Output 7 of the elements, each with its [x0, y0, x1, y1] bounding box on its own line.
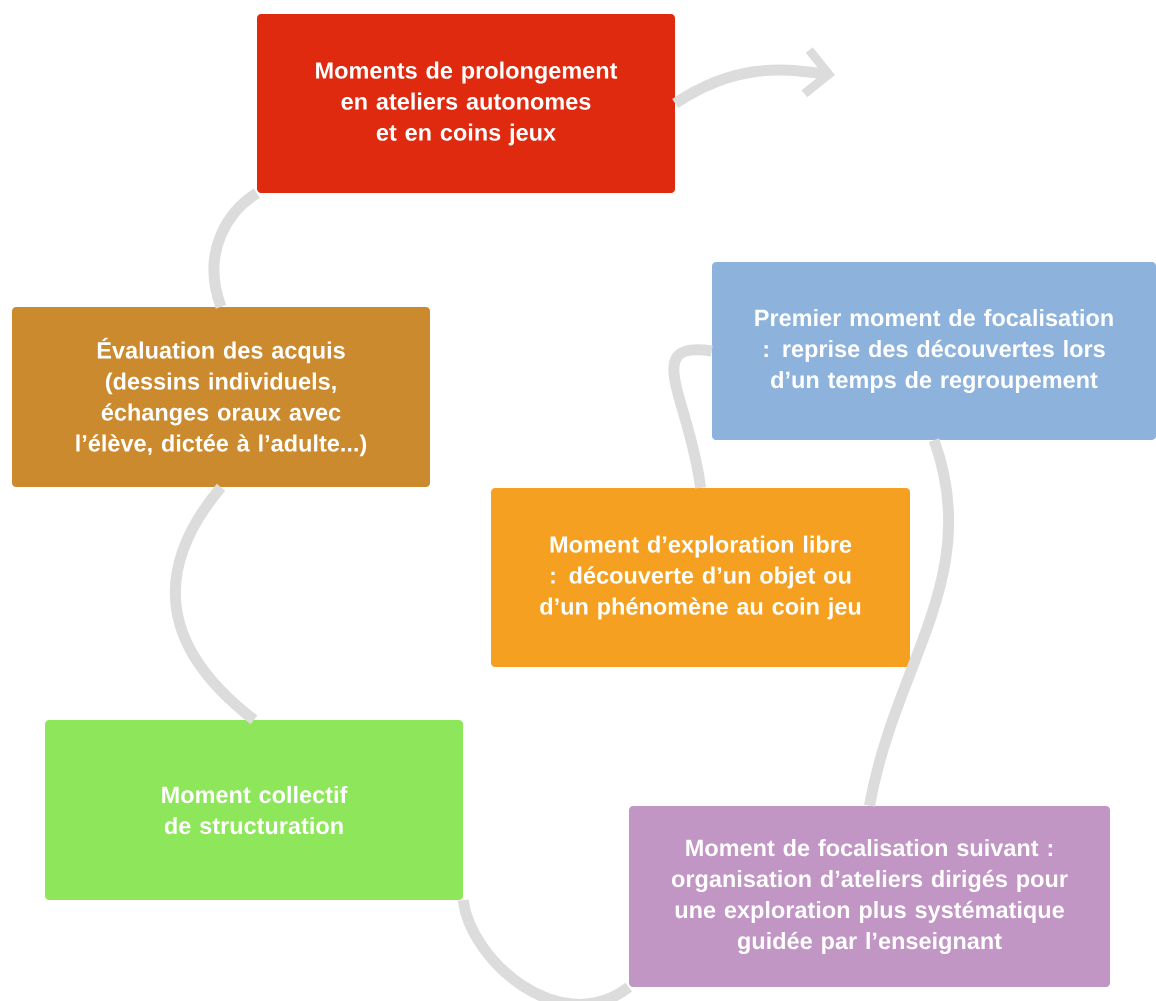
step-box: Moments de prolongement en ateliers autonomes et en coins jeux [257, 14, 675, 193]
step-box: Moment collectif de structuration [45, 720, 463, 900]
step-box: Évaluation des acquis (dessins individuels, échanges oraux avec l’élève, dictée à l’adulte...) [12, 307, 430, 487]
step-box: Moment de focalisation suivant : organisation d’ateliers dirigés pour une exploration plus systématique guidée par l’enseignant [629, 806, 1110, 987]
step-box: Moment d’exploration libre : découverte d’un objet ou d’un phénomène au coin jeu [491, 488, 910, 667]
step-box: Premier moment de focalisation : reprise des découvertes lors d’un temps de regroupement [712, 262, 1156, 440]
spiral-arrow [672, 47, 835, 109]
